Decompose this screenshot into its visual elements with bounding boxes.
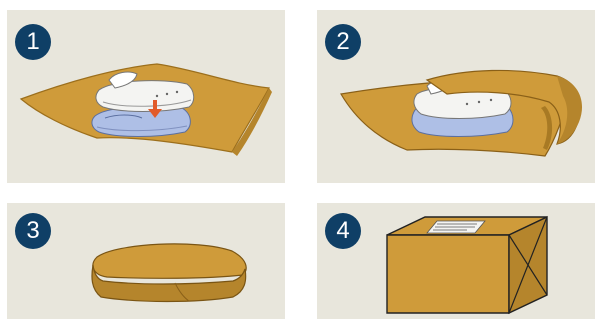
- shipping-box-illustration: [317, 203, 595, 319]
- step-2-panel: 2: [317, 10, 595, 183]
- step-4-panel: 4: [317, 203, 595, 319]
- step-1-panel: 1: [7, 10, 285, 183]
- paper-folding-illustration: [317, 10, 595, 183]
- shirt-on-paper-illustration: [7, 10, 285, 183]
- wrapped-parcel-illustration: [7, 203, 285, 319]
- step-3-panel: 3: [7, 203, 285, 319]
